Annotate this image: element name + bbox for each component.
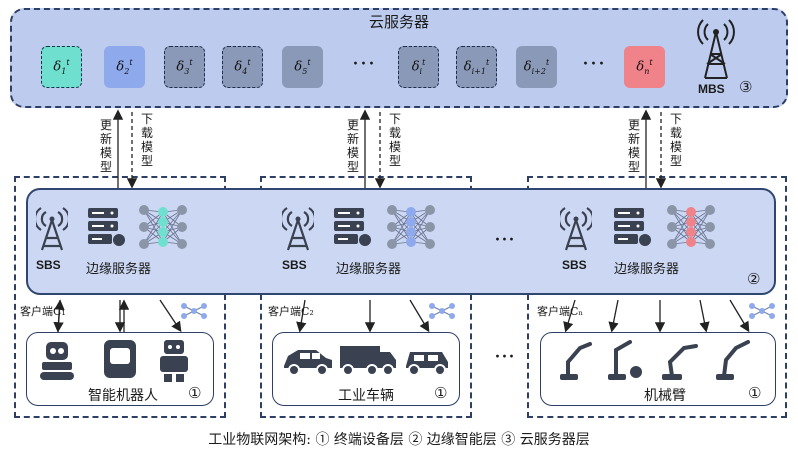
- delta-ellipsis-2: ···: [582, 52, 606, 77]
- sbs-antenna-icon: [560, 207, 592, 251]
- layer-1-marker-3: ①: [748, 384, 762, 402]
- layer-1-marker-2: ①: [434, 384, 448, 402]
- client-label-n: 客户端Cₙ: [537, 305, 584, 318]
- delta-ellipsis: ···: [352, 52, 376, 77]
- mbs-label: MBS: [698, 82, 725, 96]
- device-label-robot-arms: 机械臂: [644, 388, 686, 404]
- edge-server-icon: [88, 208, 125, 246]
- layer-3-marker: ③: [739, 78, 753, 96]
- architecture-legend: 工业物联网架构: ① 终端设备层 ② 边缘智能层 ③ 云服务器层: [208, 432, 590, 448]
- model-delta-3: δ3t: [164, 46, 205, 88]
- tower-icon: [697, 19, 735, 79]
- device-label-vehicles: 工业车辆: [338, 388, 394, 404]
- device-box-vehicles: [272, 332, 460, 406]
- layer-1-marker: ①: [188, 384, 202, 402]
- sbs-antenna-icon: [36, 207, 68, 251]
- edge-server-label-n: 边缘服务器: [614, 262, 680, 277]
- device-box-robot-arms: [540, 332, 776, 406]
- download-model-label-1: 下载模型: [140, 112, 153, 168]
- edge-ellipsis: ···: [494, 228, 515, 253]
- cloud-server-title: 云服务器: [368, 13, 429, 31]
- small-network-icon: [181, 303, 207, 319]
- edge-server-icon: [614, 208, 651, 246]
- client-group-1: [14, 176, 226, 418]
- client-ellipsis: ···: [494, 345, 515, 370]
- vehicle-icons: [284, 346, 448, 376]
- sbs-label-n: SBS: [562, 258, 587, 272]
- client-group-n: [527, 176, 787, 418]
- model-delta-4: δ4t: [222, 46, 263, 88]
- edge-server-label-1: 边缘服务器: [86, 262, 152, 277]
- edge-server-icon: [334, 208, 371, 246]
- device-label-robots: 智能机器人: [88, 388, 158, 404]
- upload-model-label-n: 更新模型: [627, 118, 640, 174]
- layer-2-marker: ②: [747, 270, 761, 288]
- client-label-1: 客户端C₁: [20, 305, 66, 318]
- sbs-label-2: SBS: [282, 258, 307, 272]
- model-delta-6: δit: [398, 46, 439, 88]
- client-group-2: [260, 176, 472, 418]
- small-network-icon: [749, 303, 775, 319]
- model-delta-2: δ2t: [104, 46, 145, 88]
- model-delta-5: δ5t: [282, 46, 323, 88]
- model-delta-7: δi+1t: [456, 46, 497, 88]
- client-label-2: 客户端C₂: [268, 305, 314, 318]
- download-model-label-2: 下载模型: [388, 112, 401, 168]
- sbs-label-1: SBS: [36, 258, 61, 272]
- edge-intelligence-layer: [26, 188, 776, 295]
- small-network-icon: [429, 303, 455, 319]
- upload-model-label-1: 更新模型: [99, 118, 112, 174]
- sbs-antenna-icon: [282, 207, 314, 251]
- robot-arm-icons: [560, 340, 750, 380]
- edge-server-label-2: 边缘服务器: [336, 262, 402, 277]
- neural-network-icon: [667, 205, 715, 249]
- robot-icons: [40, 340, 188, 382]
- neural-network-icon: [387, 205, 435, 249]
- model-delta-9: δnt: [624, 46, 665, 88]
- model-delta-8: δi+2t: [516, 46, 557, 88]
- upload-model-label-2: 更新模型: [346, 118, 359, 174]
- download-model-label-n: 下载模型: [669, 112, 682, 168]
- neural-network-icon: [139, 205, 187, 249]
- model-delta-1: δ1t: [41, 46, 82, 88]
